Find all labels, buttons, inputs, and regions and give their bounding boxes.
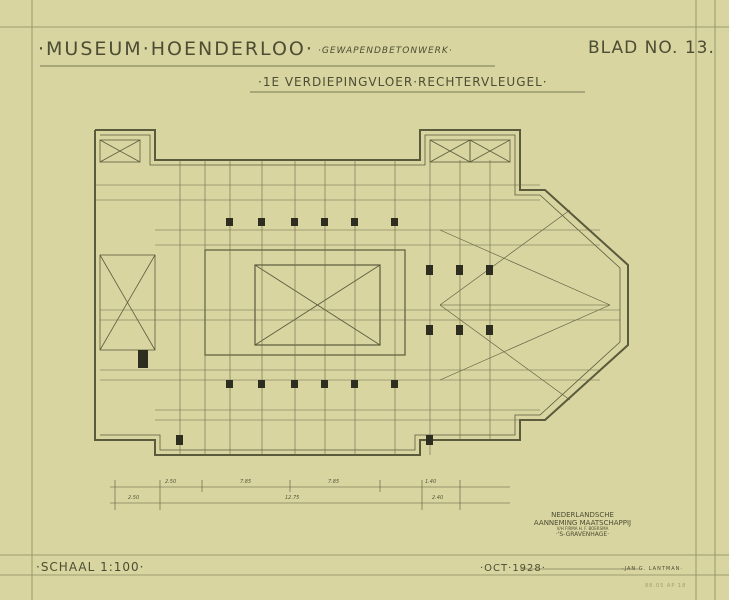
date-label: ·Oct·1928· [480, 563, 546, 574]
company-line: v/h Firma H. F. Boersma [556, 526, 609, 532]
beam-grid [95, 160, 620, 455]
title-museum: ·Museum·Hoenderloo· [38, 38, 314, 60]
dim-label: 7.85 [240, 479, 252, 485]
archive-stamp: 88.05 AP 18 [645, 583, 687, 589]
light-well [254, 264, 381, 346]
company-line: ·'s-Gravenhage· [555, 530, 610, 538]
dim-label: 2.40 [432, 495, 444, 501]
signature: ·Jan G. Lantman· [622, 566, 683, 572]
sheet-number: Blad No. 13. [588, 38, 715, 58]
building-outline [94, 129, 629, 456]
company-line: Aanneming Maatschappij [533, 518, 632, 527]
dimension-lines [110, 480, 510, 510]
scale-label: ·Schaal 1:100· [36, 560, 145, 574]
dim-label: 7.85 [328, 479, 340, 485]
company-block: Nederlandsche Aanneming Maatschappij v/h… [520, 511, 645, 538]
company-line: Nederlandsche [551, 511, 614, 519]
dim-label: 1.40 [425, 479, 437, 485]
columns [138, 218, 493, 445]
dim-label: 12.75 [285, 495, 300, 501]
floor-title: ·1e Verdiepingvloer·Rechtervleugel· [258, 75, 548, 89]
dim-label: 2.50 [128, 495, 140, 501]
dim-label: 2.50 [165, 479, 177, 485]
subtitle-work: ·Gewapendbetonwerk· [318, 46, 453, 56]
